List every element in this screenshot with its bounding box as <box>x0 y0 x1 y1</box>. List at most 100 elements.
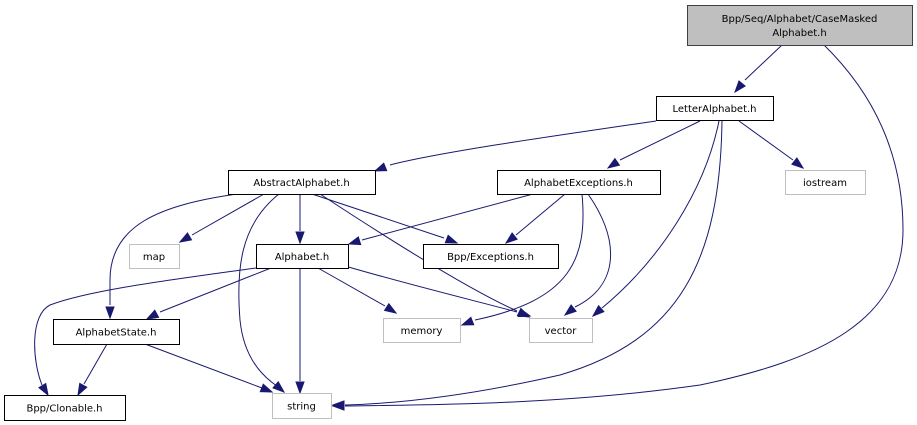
edge-abstract-to-string <box>238 193 286 393</box>
node-label: AlphabetState.h <box>76 328 157 339</box>
edge-line <box>474 193 584 321</box>
node-box <box>529 318 593 343</box>
edge-alphabet-to-state <box>145 267 272 320</box>
node-alphabet[interactable]: Alphabet.h <box>256 244 349 269</box>
edge-abstract-to-alphabet <box>295 194 305 245</box>
edge-alphexc-to-exceptions <box>504 193 566 244</box>
node-letter[interactable]: LetterAlphabet.h <box>656 96 774 121</box>
edge-line <box>738 120 794 161</box>
node-memory: memory <box>383 318 461 343</box>
arrowhead-icon <box>145 309 160 320</box>
edge-line <box>389 120 657 166</box>
edge-line <box>344 120 723 406</box>
edge-line <box>317 267 386 307</box>
node-map: map <box>129 244 180 269</box>
node-box <box>656 96 774 121</box>
edge-alphexc-to-alphabet <box>347 193 534 246</box>
arrowhead-icon <box>460 316 475 326</box>
node-box <box>129 244 180 269</box>
edge-state-to-clonable <box>77 343 108 397</box>
arrowhead-icon <box>606 157 621 169</box>
node-vector: vector <box>529 318 593 343</box>
arrowhead-icon <box>791 157 805 169</box>
node-box <box>4 395 126 421</box>
node-label: Bpp/Seq/Alphabet/CaseMasked <box>722 14 878 25</box>
node-label: vector <box>545 326 578 337</box>
edge-line <box>574 193 612 308</box>
edge-line <box>109 193 238 305</box>
arrowhead-icon <box>383 302 398 314</box>
node-label: Bpp/Exceptions.h <box>447 252 534 263</box>
edge-alphexc-to-memory <box>460 193 584 326</box>
arrowhead-icon <box>347 236 362 246</box>
edge-line <box>601 120 720 309</box>
node-box <box>497 170 661 195</box>
edge-line <box>344 265 518 313</box>
node-box <box>423 244 559 269</box>
edge-line <box>311 193 445 239</box>
edge-line <box>83 343 108 385</box>
edge-line <box>191 193 265 236</box>
arrowhead-icon <box>77 382 88 397</box>
edge-abstract-to-state <box>105 193 238 320</box>
node-exceptions[interactable]: Bpp/Exceptions.h <box>423 244 559 269</box>
edge-state-to-string <box>144 343 274 393</box>
node-box <box>272 393 332 419</box>
node-state[interactable]: AlphabetState.h <box>53 319 180 345</box>
node-label: Bpp/Clonable.h <box>26 404 102 415</box>
arrowhead-icon <box>504 232 518 244</box>
edge-alphabet-to-memory <box>317 267 398 314</box>
node-box <box>785 170 866 195</box>
edge-line <box>619 120 701 161</box>
arrowhead-icon <box>373 162 388 172</box>
node-box <box>53 319 180 345</box>
arrowhead-icon <box>563 304 577 316</box>
edges-layer <box>34 44 904 411</box>
node-label: iostream <box>803 178 847 189</box>
node-box <box>687 5 913 46</box>
arrowhead-icon <box>105 306 115 320</box>
arrowhead-icon <box>295 231 305 245</box>
edge-root-to-string <box>331 44 904 411</box>
edge-abstract-to-map <box>178 193 265 243</box>
node-clonable[interactable]: Bpp/Clonable.h <box>4 395 126 421</box>
node-label: string <box>287 402 316 413</box>
edge-alphabet-to-string <box>295 268 305 395</box>
edge-letter-to-iostream <box>738 120 805 169</box>
edge-alphabet-to-vector <box>344 265 532 318</box>
arrowhead-icon <box>38 382 49 397</box>
node-iostream: iostream <box>785 170 866 195</box>
edge-line <box>159 267 272 313</box>
arrowhead-icon <box>259 383 274 393</box>
edge-line <box>515 193 566 236</box>
arrowhead-icon <box>591 304 605 317</box>
node-box <box>228 170 376 195</box>
node-string: string <box>272 393 332 419</box>
node-box <box>383 318 461 343</box>
node-abstract[interactable]: AbstractAlphabet.h <box>228 170 376 195</box>
edge-line <box>238 193 280 387</box>
node-label: memory <box>401 326 443 337</box>
edge-line <box>144 343 263 389</box>
node-label: Alphabet.h <box>772 28 826 39</box>
node-alphexc[interactable]: AlphabetExceptions.h <box>497 170 661 195</box>
edge-line <box>361 193 534 241</box>
arrowhead-icon <box>272 380 286 393</box>
edge-letter-to-alphexc <box>606 120 701 169</box>
edge-abstract-to-exceptions <box>311 193 459 244</box>
arrowhead-icon <box>295 381 305 395</box>
edge-root-to-letter <box>734 44 783 94</box>
edge-letter-to-vector <box>591 120 720 317</box>
node-label: AlphabetExceptions.h <box>524 178 633 189</box>
node-label: LetterAlphabet.h <box>672 104 756 115</box>
arrowhead-icon <box>178 232 193 243</box>
nodes-layer: Bpp/Seq/Alphabet/CaseMaskedAlphabet.hLet… <box>4 5 913 421</box>
node-label: map <box>143 252 165 263</box>
edge-line <box>344 44 904 407</box>
arrowhead-icon <box>444 234 459 244</box>
edge-line <box>34 267 257 386</box>
arrowhead-icon <box>517 308 532 318</box>
arrowhead-icon <box>734 80 746 94</box>
